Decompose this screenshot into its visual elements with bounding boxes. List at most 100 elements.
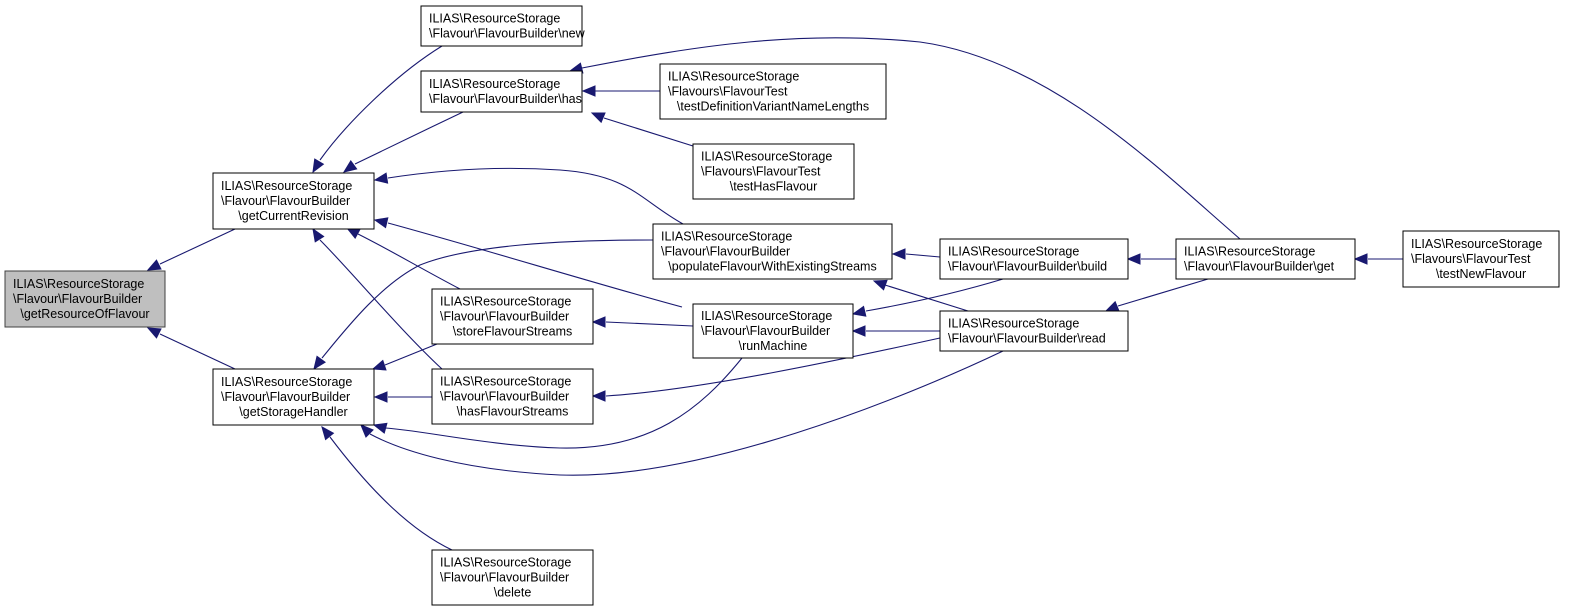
node-box	[431, 368, 594, 425]
arrowhead-icon	[372, 422, 388, 434]
edges-layer	[146, 37, 1403, 551]
edge-storeFlavourStreams-to-getStorageHandler	[371, 343, 438, 371]
edge-line	[159, 333, 236, 370]
node-read[interactable]: ILIAS\ResourceStorage\Flavour\FlavourBui…	[939, 310, 1129, 352]
arrowhead-icon	[851, 305, 867, 317]
node-box	[1402, 230, 1560, 288]
node-label-line: \Flavour\FlavourBuilder\read	[948, 332, 1106, 346]
edge-line	[321, 239, 654, 359]
node-new[interactable]: ILIAS\ResourceStorage\Flavour\FlavourBui…	[420, 5, 586, 47]
node-box	[420, 70, 583, 113]
arrowhead-icon	[345, 227, 361, 240]
node-box	[212, 172, 375, 230]
node-label-line: \hasFlavourStreams	[457, 405, 569, 419]
node-label-line: \Flavour\FlavourBuilder\get	[1184, 260, 1335, 274]
node-label-line: \Flavours\FlavourTest	[701, 165, 821, 179]
arrowhead-icon	[591, 316, 606, 328]
node-runMachine[interactable]: ILIAS\ResourceStorage\Flavour\FlavourBui…	[692, 303, 854, 359]
node-testHasFlavour[interactable]: ILIAS\ResourceStorage\Flavours\FlavourTe…	[692, 143, 855, 200]
node-box	[939, 310, 1129, 352]
node-label-line: ILIAS\ResourceStorage	[1411, 237, 1542, 251]
edge-read-to-runMachine	[851, 325, 940, 337]
node-storeFlavourStreams[interactable]: ILIAS\ResourceStorage\Flavour\FlavourBui…	[431, 288, 594, 345]
edge-line	[605, 321, 694, 327]
node-box	[212, 368, 375, 426]
edge-line	[387, 222, 683, 308]
node-label-line: \Flavour\FlavourBuilder	[701, 324, 830, 338]
node-label-line: ILIAS\ResourceStorage	[429, 77, 560, 91]
edge-has-to-getCurrentRevision	[342, 111, 464, 173]
edge-runMachine-to-storeFlavourStreams	[591, 316, 694, 328]
edge-line	[319, 239, 443, 370]
edge-get-to-read	[1104, 278, 1209, 312]
edge-build-to-populateFlavourWithExistingStreams	[891, 248, 941, 260]
arrowhead-icon	[591, 390, 606, 402]
edge-line	[905, 253, 941, 258]
node-label-line: \testHasFlavour	[730, 180, 818, 194]
node-label-line: ILIAS\ResourceStorage	[948, 245, 1079, 259]
edge-get-to-build	[1126, 253, 1176, 265]
node-box	[692, 143, 855, 200]
edge-getStorageHandler-to-getResourceOfFlavour	[146, 327, 236, 370]
node-label-line: \Flavour\FlavourBuilder	[440, 571, 569, 585]
edge-read-to-populateFlavourWithExistingStreams	[872, 279, 969, 312]
arrowhead-icon	[590, 112, 606, 124]
node-delete[interactable]: ILIAS\ResourceStorage\Flavour\FlavourBui…	[431, 549, 594, 606]
node-box	[1175, 238, 1356, 280]
arrowhead-icon	[371, 359, 387, 371]
node-label-line: ILIAS\ResourceStorage	[221, 179, 352, 193]
node-testDefinitionVariantNameLengths[interactable]: ILIAS\ResourceStorage\Flavours\FlavourTe…	[659, 63, 887, 120]
node-label-line: ILIAS\ResourceStorage	[701, 150, 832, 164]
node-label-line: \Flavours\FlavourTest	[668, 85, 788, 99]
edge-line	[357, 233, 461, 290]
node-label-line: ILIAS\ResourceStorage	[440, 295, 571, 309]
arrowhead-icon	[312, 227, 325, 243]
edge-hasFlavourStreams-to-getStorageHandler	[373, 391, 432, 403]
edge-read-to-hasFlavourStreams	[591, 337, 941, 402]
node-box	[431, 549, 594, 606]
node-label-line: \populateFlavourWithExistingStreams	[668, 260, 876, 274]
node-box	[659, 63, 887, 120]
node-box	[4, 270, 166, 328]
edge-line	[384, 357, 743, 449]
arrowhead-icon	[313, 355, 327, 371]
nodes-layer: ILIAS\ResourceStorage\Flavour\FlavourBui…	[4, 5, 1560, 606]
arrowhead-icon	[1353, 253, 1368, 265]
edge-line	[354, 111, 464, 165]
node-label-line: ILIAS\ResourceStorage	[948, 317, 1079, 331]
arrowhead-icon	[146, 259, 162, 271]
arrowhead-icon	[312, 158, 325, 174]
arrowhead-icon	[373, 217, 389, 229]
arrowhead-icon	[146, 327, 162, 339]
node-label-line: ILIAS\ResourceStorage	[701, 309, 832, 323]
edge-getCurrentRevision-to-getResourceOfFlavour	[146, 228, 236, 271]
arrowhead-icon	[360, 424, 374, 438]
edge-line	[884, 284, 969, 312]
arrowhead-icon	[581, 85, 596, 97]
edge-line	[605, 337, 941, 397]
node-testNewFlavour[interactable]: ILIAS\ResourceStorage\Flavours\FlavourTe…	[1402, 230, 1560, 288]
node-getStorageHandler[interactable]: ILIAS\ResourceStorage\Flavour\FlavourBui…	[212, 368, 375, 426]
edge-hasFlavourStreams-to-getCurrentRevision	[312, 227, 443, 370]
node-getResourceOfFlavour: ILIAS\ResourceStorage\Flavour\FlavourBui…	[4, 270, 166, 328]
node-has[interactable]: ILIAS\ResourceStorage\Flavour\FlavourBui…	[420, 70, 583, 113]
node-label-line: \Flavour\FlavourBuilder	[440, 390, 569, 404]
arrowhead-icon	[1126, 253, 1141, 265]
node-populateFlavourWithExistingStreams[interactable]: ILIAS\ResourceStorage\Flavour\FlavourBui…	[652, 223, 893, 280]
arrowhead-icon	[373, 172, 389, 184]
node-hasFlavourStreams[interactable]: ILIAS\ResourceStorage\Flavour\FlavourBui…	[431, 368, 594, 425]
edge-line	[329, 436, 453, 551]
edge-delete-to-getStorageHandler	[321, 425, 453, 551]
node-build[interactable]: ILIAS\ResourceStorage\Flavour\FlavourBui…	[939, 238, 1129, 280]
edge-line	[369, 350, 1004, 476]
node-box	[420, 5, 583, 47]
node-box	[692, 303, 854, 359]
node-get[interactable]: ILIAS\ResourceStorage\Flavour\FlavourBui…	[1175, 238, 1356, 280]
edge-line	[581, 37, 1241, 240]
node-label-line: \Flavour\FlavourBuilder	[661, 245, 790, 259]
arrowhead-icon	[1104, 300, 1120, 312]
arrowhead-icon	[373, 391, 388, 403]
node-getCurrentRevision[interactable]: ILIAS\ResourceStorage\Flavour\FlavourBui…	[212, 172, 375, 230]
node-label-line: ILIAS\ResourceStorage	[13, 277, 144, 291]
